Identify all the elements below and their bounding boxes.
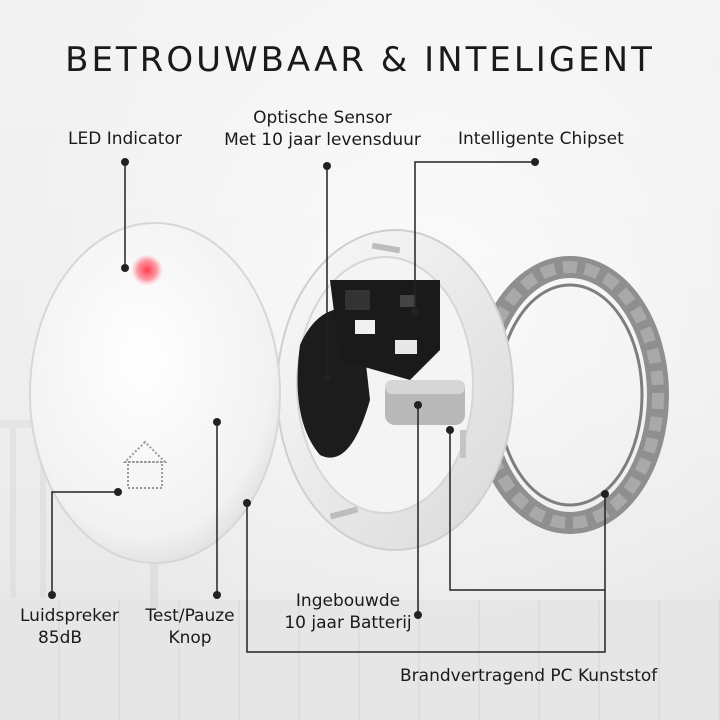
battery-title: Ingebouwde bbox=[295, 591, 401, 611]
background-furniture bbox=[0, 420, 158, 610]
callout-lines bbox=[51, 161, 606, 653]
optic-sensor-lifetime: Met 10 jaar levensduur bbox=[224, 130, 421, 150]
speaker-label: Luidspreker 85dB bbox=[20, 605, 119, 649]
test-button-label: Test/Pauze Knop bbox=[140, 605, 240, 649]
battery-label: Ingebouwde 10 jaar Batterij bbox=[278, 590, 418, 634]
optic-sensor-label: Optische Sensor Met 10 jaar levensduur bbox=[215, 107, 430, 151]
pc-material-label: Brandvertragend PC Kunststof bbox=[400, 666, 658, 686]
chipset-label: Intelligente Chipset bbox=[458, 129, 624, 149]
speaker-title: Luidspreker bbox=[20, 606, 119, 626]
headline: BETROUWBAAR & INTELIGENT bbox=[65, 40, 655, 80]
battery-lifetime: 10 jaar Batterij bbox=[284, 613, 412, 633]
led-indicator-label: LED Indicator bbox=[68, 129, 182, 149]
floor bbox=[0, 600, 720, 720]
test-button-subtitle: Knop bbox=[168, 628, 212, 648]
test-button-title: Test/Pauze bbox=[145, 606, 235, 626]
detector-base bbox=[276, 229, 514, 551]
led-indicator-light bbox=[131, 254, 163, 286]
callout-dots bbox=[48, 158, 609, 619]
speaker-house-icon bbox=[122, 440, 168, 489]
speaker-volume: 85dB bbox=[37, 628, 83, 648]
detector-cover bbox=[29, 222, 281, 564]
optic-sensor-title: Optische Sensor bbox=[253, 108, 392, 128]
